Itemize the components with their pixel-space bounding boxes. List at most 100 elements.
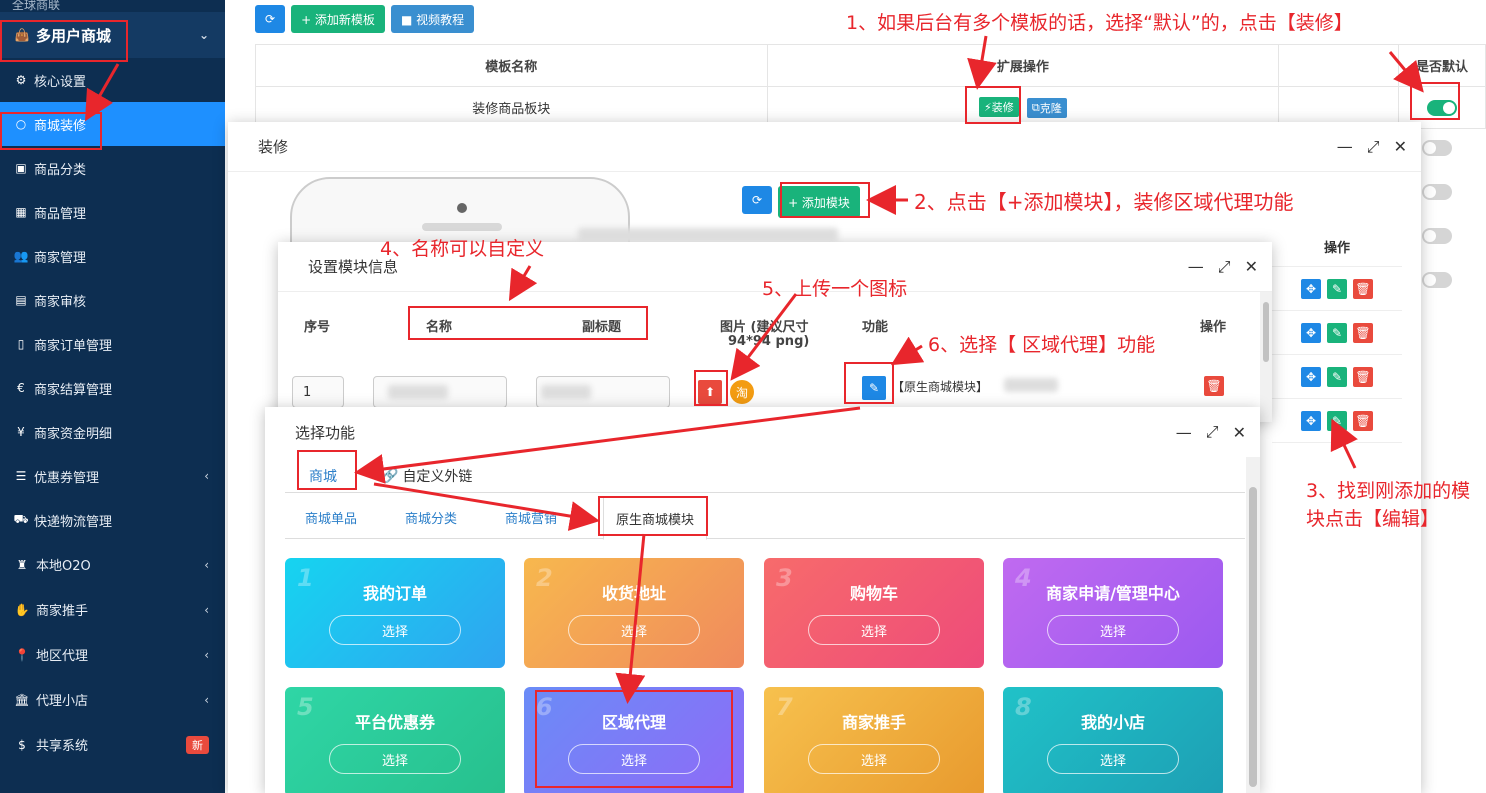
card-select-button[interactable]: 选择	[329, 615, 461, 645]
minimize-icon[interactable]: —	[1175, 422, 1192, 442]
select-function-icon[interactable]: ✎	[862, 376, 886, 400]
sidebar-item-5[interactable]: ▤商家审核	[0, 278, 225, 322]
maximize-icon[interactable]: ⤢	[1217, 256, 1231, 276]
annotation-step3-line1: 3、找到刚添加的模	[1306, 480, 1471, 502]
close-icon[interactable]: ✕	[1232, 422, 1246, 442]
upload-icon[interactable]: ⬆	[698, 380, 722, 404]
scrollbar[interactable]	[1246, 457, 1260, 793]
minimize-icon[interactable]: —	[1336, 137, 1353, 156]
sidebar-item-7[interactable]: €商家结算管理	[0, 366, 225, 410]
id-card-icon: ▤	[15, 293, 27, 307]
maximize-icon[interactable]: ⤢	[1366, 136, 1380, 156]
delete-icon[interactable]: 🗑	[1204, 376, 1224, 396]
add-module-button[interactable]: + 添加模块	[778, 186, 860, 218]
tab-mall-marketing[interactable]: 商城营销	[505, 511, 558, 527]
subtitle-input[interactable]	[536, 376, 670, 408]
sidebar-item-4[interactable]: 👥商家管理	[0, 234, 225, 278]
sidebar-item-label: 商家管理	[34, 250, 87, 266]
card-select-button[interactable]: 选择	[808, 615, 940, 645]
card-title: 商家推手	[841, 713, 906, 732]
delete-icon[interactable]: 🗑	[1353, 278, 1373, 299]
chevron-left-icon: ‹	[204, 469, 209, 483]
tab-mall-category[interactable]: 商城分类	[405, 511, 458, 527]
move-icon[interactable]: ✥	[1301, 322, 1321, 343]
template-name-cell: 装修商品板块	[255, 86, 768, 129]
name-input[interactable]	[373, 376, 507, 408]
delete-icon[interactable]: 🗑	[1353, 410, 1373, 431]
minimize-icon[interactable]: —	[1187, 257, 1204, 276]
barcode-icon: ▦	[15, 205, 27, 219]
move-icon[interactable]: ✥	[1301, 366, 1321, 387]
move-icon[interactable]: ✥	[1301, 278, 1321, 299]
taobao-icon[interactable]: 淘	[730, 380, 754, 404]
function-value: 【原生商城模块】	[892, 380, 989, 394]
default-toggle[interactable]	[1422, 272, 1452, 288]
delete-icon[interactable]: 🗑	[1353, 322, 1373, 343]
template-table: 模板名称 扩展操作 是否默认 装修商品板块 ⚡ 装修 ⧉ 克隆	[255, 44, 1486, 129]
refresh-button[interactable]: ⟳	[742, 186, 773, 214]
function-subtabs: 商城单品 商城分类 商城营销 原生商城模块	[285, 495, 1245, 540]
tab-mall-single[interactable]: 商城单品	[305, 511, 358, 527]
card-title: 区域代理	[601, 713, 666, 732]
card-select-button[interactable]: 选择	[808, 744, 940, 774]
card-number: 7	[776, 693, 793, 721]
add-template-button[interactable]: + 添加新模板	[291, 5, 385, 33]
default-toggle[interactable]	[1422, 184, 1452, 200]
delete-icon[interactable]: 🗑	[1353, 366, 1373, 387]
circle-icon: ○	[15, 117, 27, 131]
sidebar-item-label: 商城装修	[34, 118, 87, 134]
sidebar-group-multiuser-mall[interactable]: 👜 多用户商城 ⌄	[0, 12, 225, 58]
sidebar-item-6[interactable]: ▯商家订单管理	[0, 322, 225, 366]
default-toggle[interactable]	[1422, 228, 1452, 244]
close-icon[interactable]: ✕	[1244, 257, 1258, 276]
tab-native-modules[interactable]: 原生商城模块	[603, 496, 708, 540]
edit-icon[interactable]: ✎	[1327, 366, 1347, 387]
sidebar-item-2[interactable]: ▣商品分类	[0, 146, 225, 190]
tab-custom-link[interactable]: 🔗自定义外链	[381, 468, 473, 485]
link-icon: 🔗	[381, 468, 399, 484]
ext-ops-cell: ⚡ 装修 ⧉ 克隆	[766, 86, 1280, 129]
sidebar-section-3[interactable]: 🏛代理小店‹	[0, 677, 225, 722]
card-select-button[interactable]: 选择	[568, 744, 700, 774]
index-input[interactable]: 1	[292, 376, 344, 408]
sidebar-section-2[interactable]: 📍地区代理‹	[0, 632, 225, 677]
clone-button[interactable]: ⧉ 克隆	[1026, 97, 1067, 118]
default-toggle[interactable]	[1427, 99, 1458, 116]
edit-icon[interactable]: ✎	[1327, 410, 1347, 431]
move-icon[interactable]: ✥	[1301, 410, 1321, 431]
sidebar-item-3[interactable]: ▦商品管理	[0, 190, 225, 234]
sidebar-item-label: 快递物流管理	[34, 514, 113, 530]
module-ops-table: 操作 ✥ ✎ 🗑 ✥ ✎ 🗑 ✥ ✎ 🗑 ✥ ✎ 🗑	[1272, 227, 1402, 443]
decorate-button[interactable]: ⚡ 装修	[978, 97, 1019, 118]
video-tutorial-button[interactable]: ■ 视频教程	[390, 5, 475, 33]
refresh-button[interactable]: ⟳	[255, 5, 286, 33]
sidebar-item-label: 核心设置	[34, 74, 87, 90]
maximize-icon[interactable]: ⤢	[1205, 422, 1219, 441]
edit-icon[interactable]: ✎	[1327, 278, 1347, 299]
sidebar-item-8[interactable]: ¥商家资金明细	[0, 410, 225, 454]
card-select-button[interactable]: 选择	[1047, 615, 1179, 645]
card-select-button[interactable]: 选择	[329, 744, 461, 774]
main-toolbar: ⟳ + 添加新模板 ■ 视频教程	[255, 5, 475, 33]
sidebar-section-4[interactable]: $共享系统新	[0, 722, 225, 767]
new-badge: 新	[186, 735, 209, 754]
scrollbar[interactable]	[1260, 292, 1272, 422]
card-number: 2	[536, 564, 553, 592]
sidebar-item-9[interactable]: ☰优惠券管理‹	[0, 454, 225, 498]
sidebar-section-label: 商家推手	[36, 604, 89, 619]
sidebar-section-0[interactable]: ♜本地O2O‹	[0, 542, 225, 587]
tab-mall[interactable]: 商城	[309, 469, 337, 485]
sidebar-section-1[interactable]: ✋商家推手‹	[0, 587, 225, 632]
card-select-button[interactable]: 选择	[568, 615, 700, 645]
card-select-button[interactable]: 选择	[1047, 744, 1179, 774]
tie-icon: ♜	[16, 557, 28, 572]
default-toggle[interactable]	[1422, 140, 1452, 156]
highlight-box	[0, 112, 102, 150]
cubes-icon: ▣	[15, 161, 27, 175]
sidebar-item-top[interactable]: 全球商联	[12, 0, 61, 12]
sidebar-item-10[interactable]: ⛟ 快递物流管理	[0, 498, 225, 542]
close-icon[interactable]: ✕	[1393, 137, 1407, 156]
sidebar-item-0[interactable]: ⚙核心设置	[0, 58, 225, 102]
edit-icon[interactable]: ✎	[1327, 322, 1347, 343]
truck-icon: ⛟	[13, 512, 29, 526]
